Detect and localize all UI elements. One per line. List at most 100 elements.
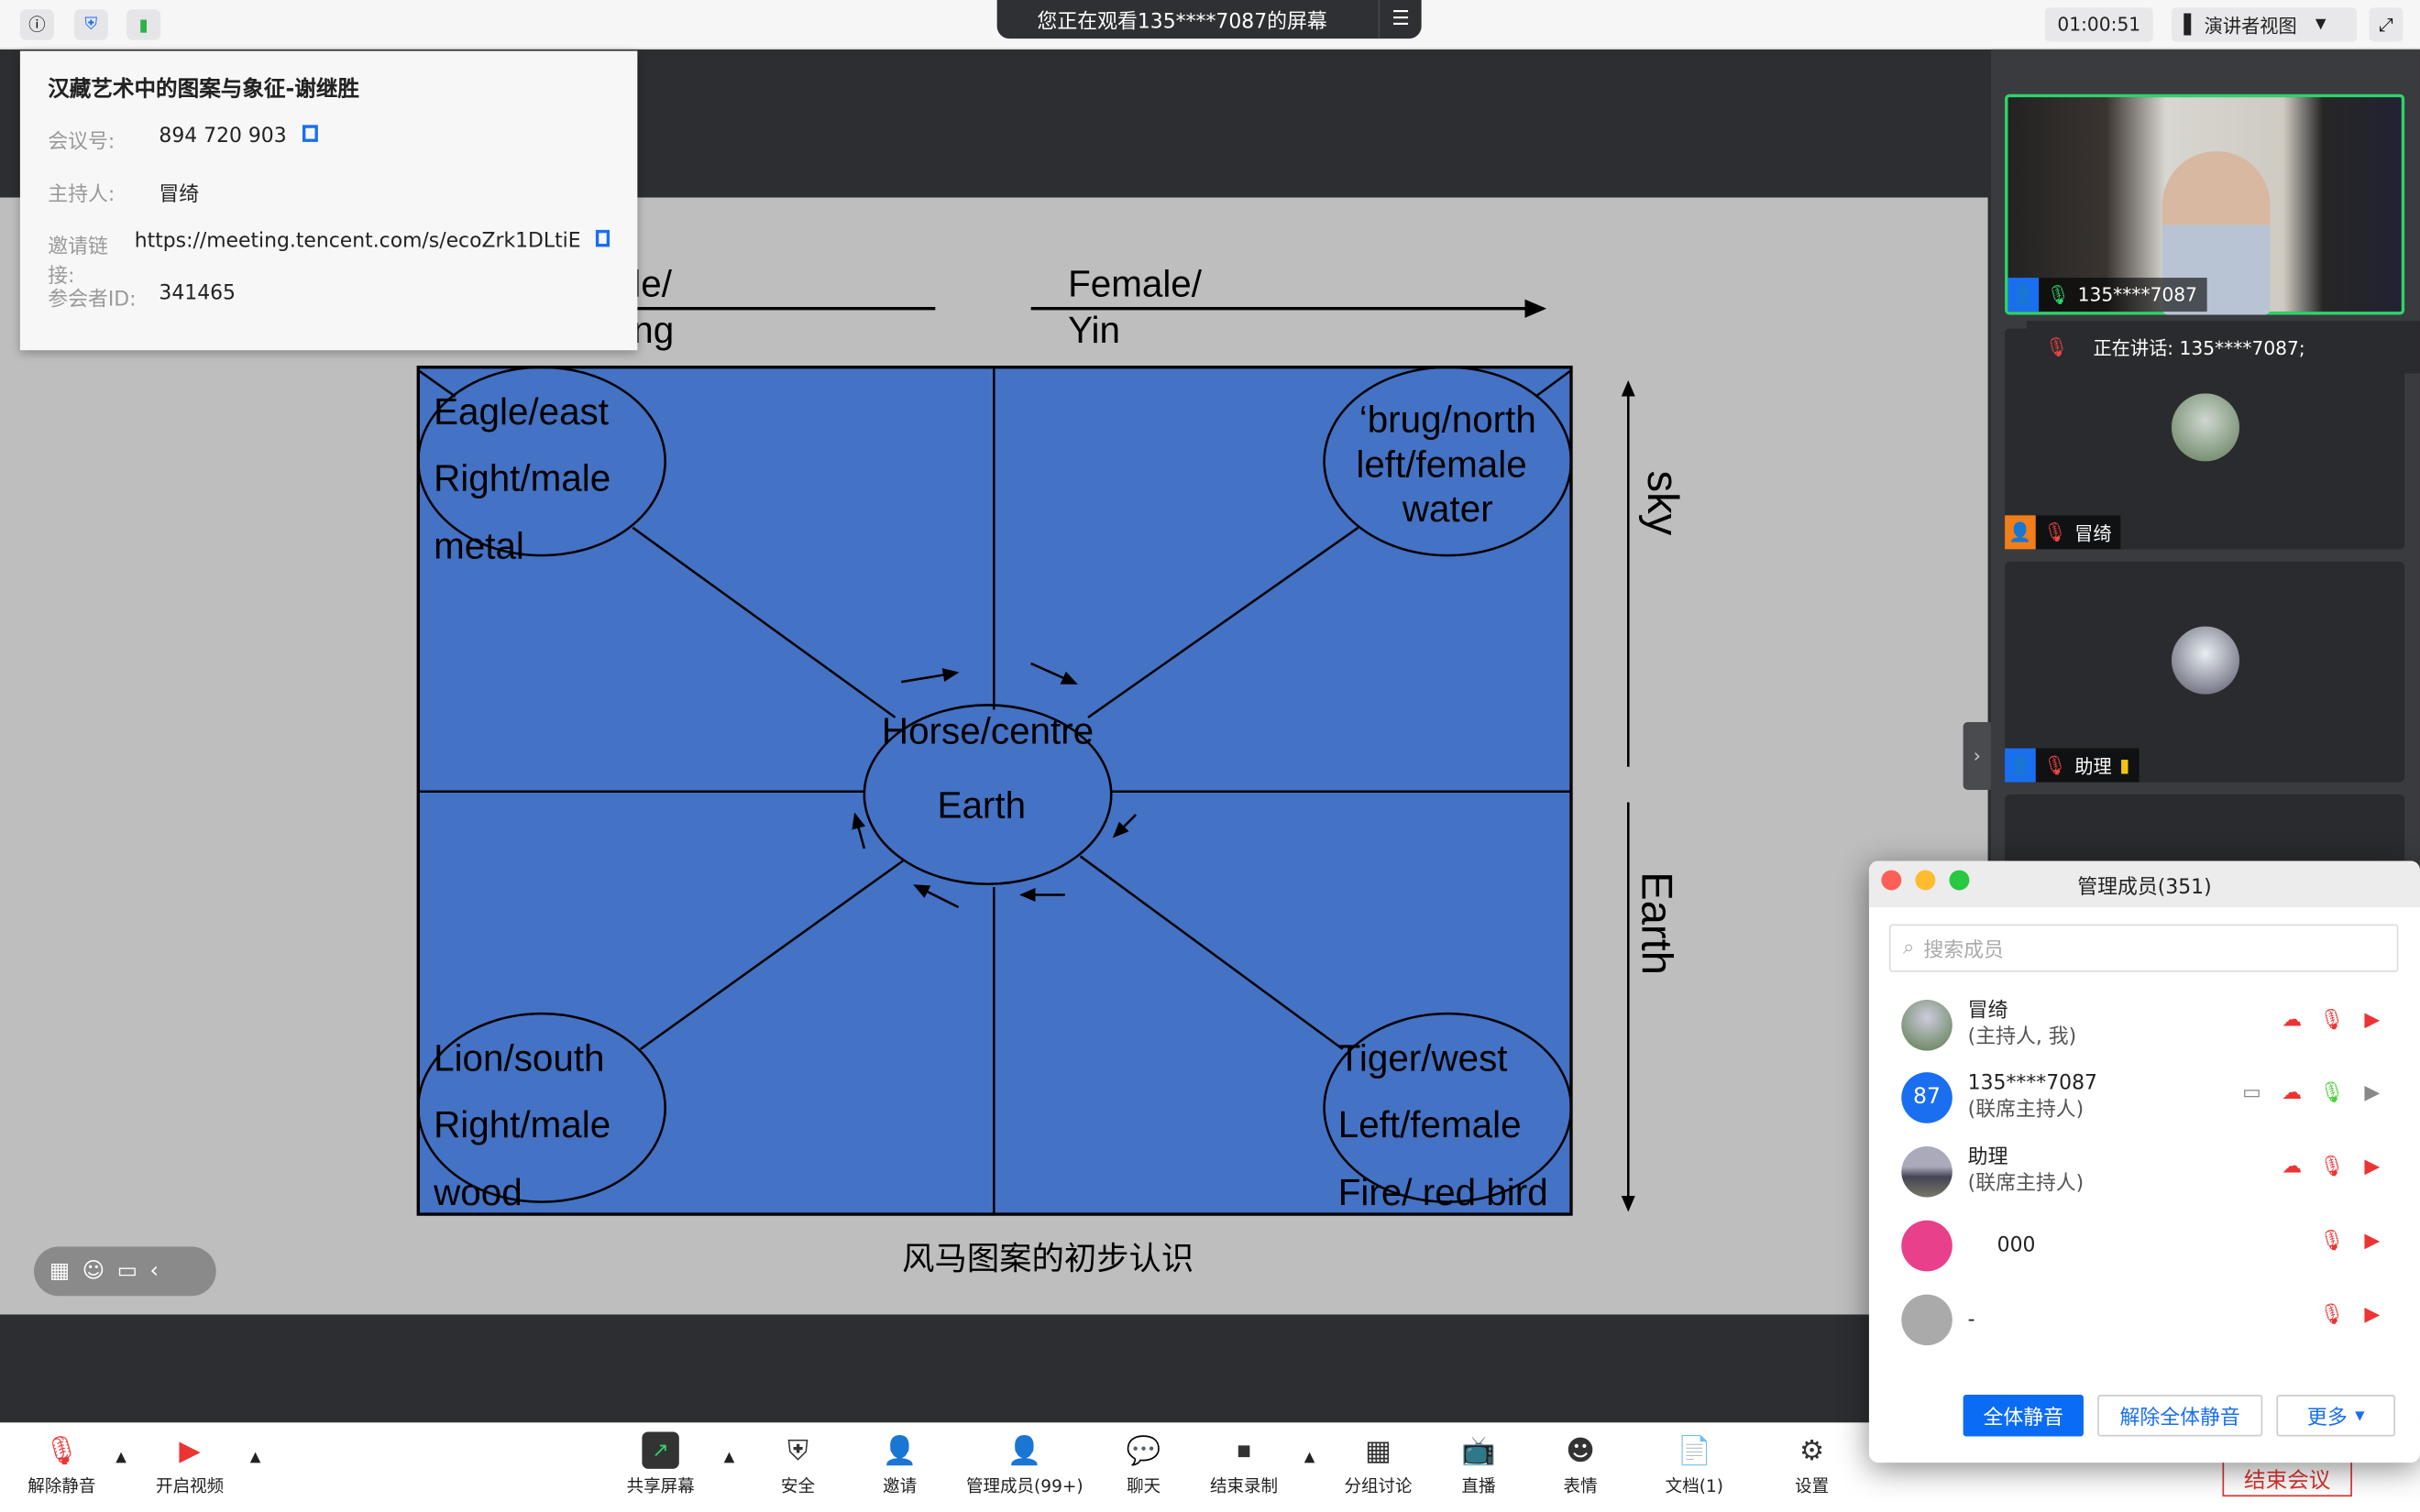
speaking-text: 正在讲话: 135****7087; xyxy=(2093,336,2305,359)
documents-button[interactable]: 📄文档(1) xyxy=(1666,1431,1723,1497)
camera-icon[interactable]: ▶ xyxy=(2364,1081,2381,1105)
label-female: Female/ xyxy=(1068,262,1203,304)
live-icon: 📺 xyxy=(1461,1433,1496,1467)
signal-icon[interactable]: ▮ xyxy=(126,9,161,40)
host-label: 主持人: xyxy=(48,183,116,207)
slide-caption: 风马图案的初步认识 xyxy=(902,1242,1194,1277)
camera-off-icon[interactable]: ▶ xyxy=(2364,1229,2381,1254)
participant-id-value: 341465 xyxy=(159,282,236,306)
video-tile-assistant[interactable]: 👤🎙助理▮ xyxy=(2005,561,2405,783)
avatar xyxy=(2171,393,2240,462)
member-row[interactable]: 助理(联席主持人)☁🎙▶ xyxy=(1869,1134,2420,1208)
toolbar-label: 结束录制 xyxy=(1209,1476,1279,1497)
member-name: 冒绮 xyxy=(1967,1000,2008,1024)
more-label: 更多 xyxy=(2306,1407,2348,1430)
unmute-button[interactable]: 🎙解除静音 xyxy=(28,1431,95,1497)
caret-up-icon[interactable]: ▲ xyxy=(116,1450,126,1466)
caret-up-icon[interactable]: ▲ xyxy=(723,1450,735,1466)
camera-off-icon[interactable]: ▶ xyxy=(2364,1009,2381,1033)
bl-1: Lion/south xyxy=(434,1036,604,1079)
bl-2: Right/male xyxy=(434,1103,610,1145)
search-input[interactable]: ⌕搜索成员 xyxy=(1888,924,2399,972)
cloud-record-icon: ☁ xyxy=(2282,1009,2303,1033)
breakout-button[interactable]: ▦分组讨论 xyxy=(1344,1431,1412,1497)
meeting-title: 汉藏艺术中的图案与象征-谢继胜 xyxy=(48,77,359,103)
invite-link-value[interactable]: https://meeting.tencent.com/s/ecoZrk1DLt… xyxy=(134,229,581,254)
avatar xyxy=(2171,626,2240,695)
manage-members-button[interactable]: 👤管理成员(99+) xyxy=(966,1431,1084,1497)
br-1: Tiger/west xyxy=(1338,1036,1508,1079)
member-row[interactable]: 000🎙▶ xyxy=(1869,1208,2420,1282)
mic-muted-icon: 🎙 xyxy=(44,1433,80,1467)
unmute-all-button[interactable]: 解除全体静音 xyxy=(2097,1395,2263,1437)
menu-icon[interactable]: ☰ xyxy=(1378,0,1422,39)
mic-muted-icon: 🎙 xyxy=(2044,336,2069,358)
breakout-icon: ▦ xyxy=(1365,1433,1392,1467)
emoji-icon[interactable]: ☺ xyxy=(82,1258,105,1284)
copy-icon[interactable] xyxy=(302,125,318,142)
toolbar-label: 聊天 xyxy=(1127,1476,1161,1497)
share-screen-button[interactable]: ↗共享屏幕 xyxy=(627,1431,695,1497)
maximize-button[interactable] xyxy=(1949,870,1970,891)
tl-1: Eagle/east xyxy=(434,390,609,433)
close-button[interactable] xyxy=(1881,870,1902,891)
share-screen-icon: ↗ xyxy=(642,1431,679,1469)
live-button[interactable]: 📺直播 xyxy=(1460,1431,1497,1497)
invite-link-label: 邀请链接: xyxy=(48,236,108,289)
more-button[interactable]: 更多▼ xyxy=(2276,1395,2396,1437)
video-name: 助理 xyxy=(2074,755,2112,777)
camera-off-icon[interactable]: ▶ xyxy=(2364,1156,2381,1179)
member-row[interactable]: 冒绮(主持人, 我)☁🎙▶ xyxy=(1869,988,2420,1062)
toolbar-label: 文档(1) xyxy=(1665,1476,1723,1497)
mic-muted-icon[interactable]: 🎙 xyxy=(2319,1303,2345,1327)
earth-label: Earth xyxy=(1633,871,1681,975)
mic-muted-icon[interactable]: 🎙 xyxy=(2319,1009,2345,1033)
toolbar-label: 开启视频 xyxy=(156,1476,225,1497)
reactions-button[interactable]: ☻表情 xyxy=(1562,1431,1599,1497)
view-mode-select[interactable]: ▌演讲者视图▼ xyxy=(2171,7,2357,42)
host-value: 冒绮 xyxy=(159,183,200,207)
mic-muted-icon[interactable]: 🎙 xyxy=(2319,1156,2345,1179)
caret-up-icon[interactable]: ▲ xyxy=(249,1450,261,1466)
mic-on-icon[interactable]: 🎙 xyxy=(2319,1081,2345,1105)
camera-off-icon[interactable]: ▶ xyxy=(2364,1303,2381,1327)
copy-icon[interactable] xyxy=(596,229,610,247)
meeting-info-popover: 汉藏艺术中的图案与象征-谢继胜 会议号:894 720 903 主持人:冒绮 邀… xyxy=(19,50,638,351)
label-top-left: le/ xyxy=(632,262,672,304)
meeting-timer: 01:00:51 xyxy=(2044,7,2153,42)
security-shield-icon[interactable]: ⛨ xyxy=(73,9,108,40)
avatar xyxy=(1901,999,1952,1050)
info-icon[interactable]: ⓘ xyxy=(19,9,54,40)
sharing-banner: 您正在观看135****7087的屏幕☰ xyxy=(996,0,1422,39)
meeting-id-label: 会议号: xyxy=(48,131,116,155)
layout-icon[interactable]: ▦ xyxy=(49,1258,71,1284)
chat-icon[interactable]: ▭ xyxy=(116,1258,138,1284)
fullscreen-button[interactable]: ⤢ xyxy=(2369,7,2404,42)
security-button[interactable]: ⛨安全 xyxy=(779,1431,816,1497)
mute-all-button[interactable]: 全体静音 xyxy=(1963,1395,2084,1437)
panel-toggle[interactable]: › xyxy=(1963,721,1991,791)
start-video-button[interactable]: ▶开启视频 xyxy=(156,1431,224,1497)
annotation-toolbar[interactable]: ▦ ☺ ▭ ‹ xyxy=(34,1246,216,1297)
member-row[interactable]: -🎙▶ xyxy=(1869,1282,2420,1356)
mic-on-icon: 🎙 xyxy=(2046,283,2071,306)
settings-button[interactable]: ⚙设置 xyxy=(1793,1431,1830,1497)
minimize-button[interactable] xyxy=(1915,870,1936,891)
video-tile-speaker[interactable]: 👤🎙135****7087 xyxy=(2005,93,2405,315)
collapse-icon[interactable]: ‹ xyxy=(149,1258,159,1284)
chat-button[interactable]: 💬聊天 xyxy=(1125,1431,1161,1497)
caret-up-icon[interactable]: ▲ xyxy=(1304,1450,1315,1466)
invite-button[interactable]: 👤邀请 xyxy=(881,1431,918,1497)
avatar: 87 xyxy=(1901,1071,1952,1123)
mic-muted-icon[interactable]: 🎙 xyxy=(2319,1229,2345,1254)
view-mode-label: 演讲者视图 xyxy=(2204,14,2297,37)
sky-label: sky xyxy=(1639,471,1688,536)
speaking-indicator: 🎙 正在讲话: 135****7087; xyxy=(2026,321,2420,374)
stop-record-icon: ⏹ xyxy=(1237,1433,1251,1467)
avatar xyxy=(1901,1293,1952,1345)
stop-recording-button[interactable]: ⏹ 结束录制 xyxy=(1210,1431,1278,1497)
mic-muted-icon: 🎙 xyxy=(2043,754,2067,776)
toolbar-label: 管理成员(99+) xyxy=(965,1476,1084,1497)
member-name: 助理 xyxy=(1967,1145,2008,1170)
